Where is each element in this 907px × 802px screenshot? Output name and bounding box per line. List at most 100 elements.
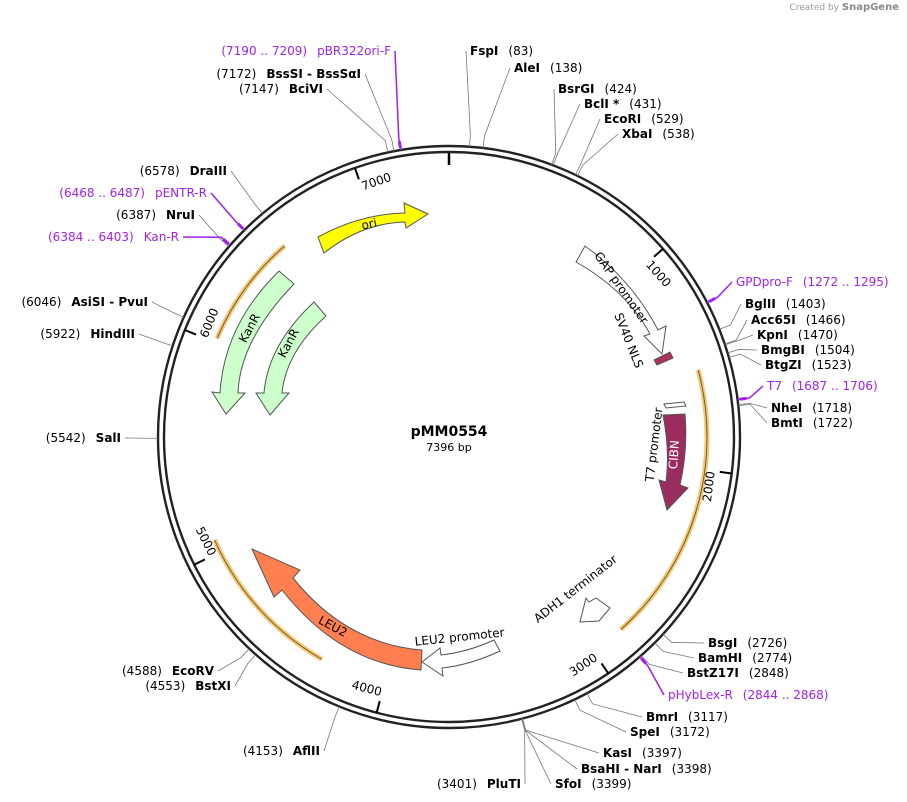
leader-bsgi (662, 634, 705, 644)
site-alei[interactable]: AleI(138) (514, 61, 582, 75)
site-bsgi[interactable]: BsgI(2726) (708, 636, 787, 650)
leader-bmti (738, 403, 768, 424)
site-kpni[interactable]: KpnI(1470) (757, 328, 838, 342)
tick-1000 (653, 248, 664, 258)
site-bmgbi[interactable]: BmgBI(1504) (761, 343, 855, 357)
site-acc65i[interactable]: Acc65I(1466) (751, 313, 846, 327)
plasmid-size: 7396 bp (426, 441, 471, 454)
site-nrui[interactable]: (6387)NruI (116, 208, 195, 222)
backbone-outer (156, 144, 742, 730)
primer-pentr-r[interactable]: (6468 .. 6487)pENTR-R (59, 186, 207, 200)
primer-gpdpro-f[interactable]: GPDpro-F(1272 .. 1295) (736, 275, 889, 289)
site-kasi[interactable]: KasI(3397) (603, 746, 682, 760)
leader-ecori (575, 118, 601, 176)
leader-sfoi (521, 718, 552, 785)
feature-label-t7-promoter: T7 promoter (642, 407, 665, 484)
site-bcli-[interactable]: BclI *(431) (584, 97, 662, 111)
leader-nhei (738, 402, 768, 409)
tick-4000 (375, 700, 381, 713)
site-bglii[interactable]: BglII(1403) (745, 297, 826, 311)
leader-bcli- (552, 103, 581, 166)
leader-alei (482, 67, 511, 149)
leader-t7 (737, 385, 764, 401)
site-bstxi[interactable]: (4553)BstXI (145, 679, 231, 693)
tick-label-1000: 1000 (643, 258, 674, 290)
leader-kpni (724, 334, 754, 346)
leader-bstz17i (641, 655, 684, 674)
leader-ecorv (217, 648, 250, 672)
primer-phyblex-r[interactable]: pHybLex-R(2844 .. 2868) (668, 688, 828, 702)
leader-bcivi (326, 88, 389, 153)
leader-pbr322ori-f (394, 50, 402, 151)
snapgene-logo: SnapGene (841, 2, 899, 13)
feature-leu2[interactable]: LEU2 (250, 548, 423, 671)
tick-label-2000: 2000 (700, 470, 718, 502)
site-ecorv[interactable]: (4588)EcoRV (122, 664, 215, 678)
site-bmti[interactable]: BmtI(1722) (771, 416, 853, 430)
site-spei[interactable]: SpeI(3172) (630, 725, 710, 739)
leader-bsssi-bsss-i (364, 73, 395, 152)
leader-fspi (465, 50, 471, 147)
primer-kan-r[interactable]: (6384 .. 6403)Kan-R (48, 230, 179, 244)
tick-5000 (193, 558, 206, 566)
primer-t7[interactable]: T7(1687 .. 1706) (766, 379, 878, 393)
orf-arc-kanr-line (216, 245, 286, 339)
leader-draiii (230, 170, 263, 214)
site-asisi-pvui[interactable]: (6046)AsiSI - PvuI (21, 295, 148, 309)
plasmid-name: pMM0554 (411, 424, 488, 440)
tick-label-3000: 3000 (567, 650, 600, 679)
orf-arc-cibn-line (620, 369, 708, 630)
feature-leu2-promoter[interactable]: LEU2 promoter (414, 625, 505, 678)
site-pluti[interactable]: (3401)PluTI (437, 777, 521, 791)
site-nhei[interactable]: NheI(1718) (771, 401, 852, 415)
leader-xbai (577, 133, 619, 177)
leader-bsrgi (551, 88, 557, 165)
primer-mark-t7 (739, 396, 747, 401)
feature-ori[interactable]: ori (317, 202, 430, 254)
leader-bmgbi (727, 349, 758, 354)
feature-adh1-terminator[interactable]: ADH1 terminator (531, 552, 620, 626)
leader-bglii (719, 303, 742, 330)
site-xbai[interactable]: XbaI(538) (622, 127, 695, 141)
tick-7000 (353, 167, 360, 180)
feature-label-ori: ori (360, 216, 378, 233)
site-aflii[interactable]: (4153)AflII (243, 744, 320, 758)
site-hindiii[interactable]: (5922)HindIII (40, 327, 135, 341)
leader-bamhi (654, 642, 695, 659)
feature-cibn[interactable]: CIBN (658, 413, 689, 511)
primer-mark-phyblex-r (640, 657, 647, 665)
site-bsahi-nari[interactable]: BsaHI - NarI(3398) (581, 762, 712, 776)
orf-highlights (212, 244, 710, 662)
site-ecori[interactable]: EcoRI(529) (604, 112, 684, 126)
leader-aflii (323, 706, 340, 752)
primer-mark-pentr-r (236, 222, 245, 230)
tick-2000 (719, 470, 732, 475)
site-bsssi-bsss-i[interactable]: (7172)BssSI - BssSαI (216, 67, 361, 81)
leader-nrui (198, 214, 230, 247)
site-sali[interactable]: (5542)SalI (46, 431, 121, 445)
feature-kanr-inner[interactable]: KanR (255, 301, 327, 416)
site-sfoi[interactable]: SfoI(3399) (555, 777, 631, 791)
leader-spei (574, 699, 627, 733)
leader-pluti (521, 718, 526, 785)
site-bmri[interactable]: BmrI(3117) (646, 710, 728, 724)
leader-asisi-pvui (151, 301, 184, 318)
site-btgzi[interactable]: BtgZI(1523) (765, 358, 852, 372)
orf-arc-leu2-line (214, 539, 323, 660)
primer-mark-gpdpro-f (708, 297, 716, 304)
primer-mark-pbr322ori-f (397, 140, 402, 149)
site-bcivi[interactable]: (7147)BciVI (239, 82, 323, 96)
tick-label-4000: 4000 (350, 678, 383, 699)
credit-prefix: Created by (789, 3, 839, 13)
leader-hindiii (138, 333, 173, 347)
snapgene-credit: Created by SnapGene (789, 2, 899, 13)
site-bamhi[interactable]: BamHI(2774) (698, 651, 792, 665)
leader-bmri (586, 693, 643, 718)
site-bsrgi[interactable]: BsrGI(424) (558, 82, 637, 96)
site-draiii[interactable]: (6578)DraIII (140, 164, 227, 178)
leader-kasi (522, 718, 600, 754)
site-bstz17i[interactable]: BstZ17I(2848) (687, 666, 789, 680)
site-fspi[interactable]: FspI(83) (470, 44, 533, 58)
primer-pbr322ori-f[interactable]: (7190 .. 7209)pBR322ori-F (221, 44, 391, 58)
